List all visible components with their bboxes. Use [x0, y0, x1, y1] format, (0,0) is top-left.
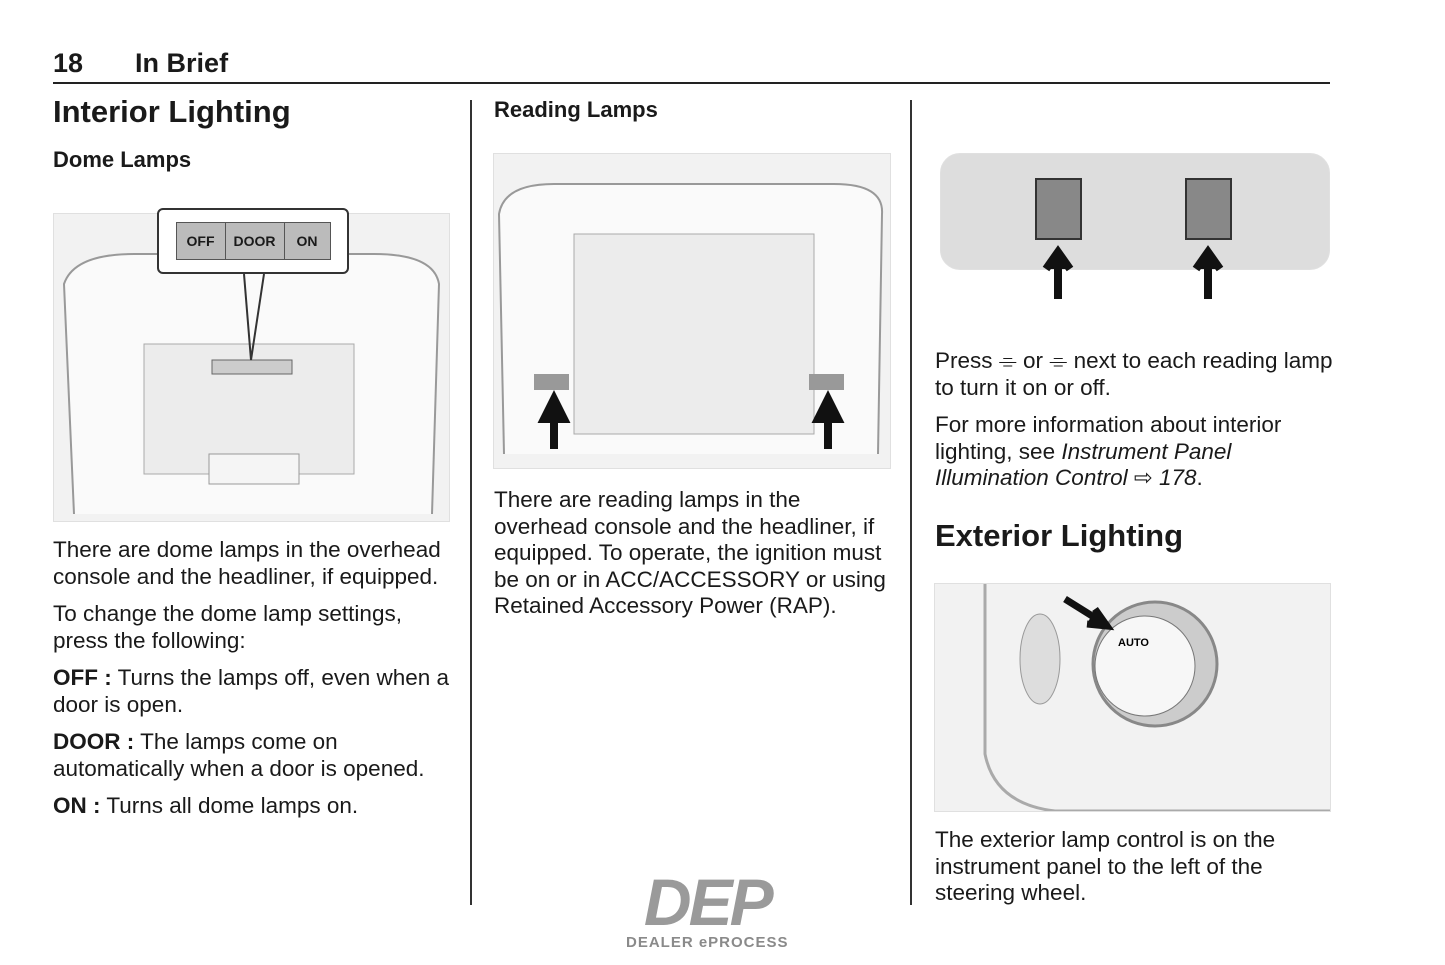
reading-lamp-figure: [493, 153, 891, 469]
reading-lamp-buttons-figure: [940, 153, 1330, 299]
overhead-console-illustration: [62, 253, 441, 515]
off-button-label: OFF: [177, 223, 226, 259]
more-info-paragraph: For more information about interior ligh…: [935, 412, 1282, 491]
dome-lamps-paragraph: There are dome lamps in the overhead con…: [53, 537, 441, 589]
page-ref-arrow-icon: ⇨: [1133, 465, 1153, 490]
dep-logo: DEP: [643, 865, 774, 939]
column-divider: [910, 100, 912, 905]
on-button-label: ON: [296, 233, 318, 249]
dome-lamp-figure: OFF DOOR ON: [53, 208, 450, 522]
section-title: In Brief: [135, 48, 229, 78]
header-rule: [53, 82, 1330, 84]
reading-lamp-buttons-illustration: [1035, 178, 1232, 299]
exterior-lamp-control-figure: AUTO: [934, 583, 1331, 813]
page-header: 18 In Brief: [53, 48, 280, 79]
reading-lamps-heading: Reading Lamps: [494, 97, 658, 122]
left-reading-lamp-icon: ⌯: [998, 348, 1017, 373]
interior-lighting-heading: Interior Lighting: [53, 94, 291, 129]
off-definition: OFF : Turns the lamps off, even when a d…: [53, 665, 450, 717]
headlamp-knob-illustration: AUTO: [983, 584, 1330, 813]
exterior-lighting-heading: Exterior Lighting: [935, 518, 1183, 553]
right-reading-lamp-icon: ⌯: [1049, 348, 1068, 373]
dome-lamps-heading: Dome Lamps: [53, 147, 192, 172]
column-divider: [470, 100, 472, 905]
exterior-lighting-paragraph: The exterior lamp control is on the inst…: [935, 827, 1276, 905]
svg-text:AUTO: AUTO: [1118, 637, 1149, 649]
reading-lamp-illustration: [497, 183, 884, 455]
door-button-label: DOOR: [226, 223, 285, 259]
page-number: 18: [53, 48, 84, 78]
dealer-eprocess-watermark: DEP DEALER ePROCESS: [626, 865, 789, 951]
watermark-tagline: DEALER ePROCESS: [626, 934, 789, 951]
dome-settings-paragraph: To change the dome lamp settings, press …: [53, 601, 402, 653]
cross-reference-link[interactable]: Instrument Panel Illumination Control: [935, 438, 1232, 491]
reading-lamps-paragraph: There are reading lamps in the overhead …: [494, 487, 886, 618]
door-definition: DOOR : The lamps come on automatically w…: [53, 729, 425, 781]
on-definition: ON : Turns all dome lamps on.: [53, 793, 359, 818]
press-instruction: Press ⌯ or ⌯ next to each reading lamp t…: [935, 348, 1333, 400]
